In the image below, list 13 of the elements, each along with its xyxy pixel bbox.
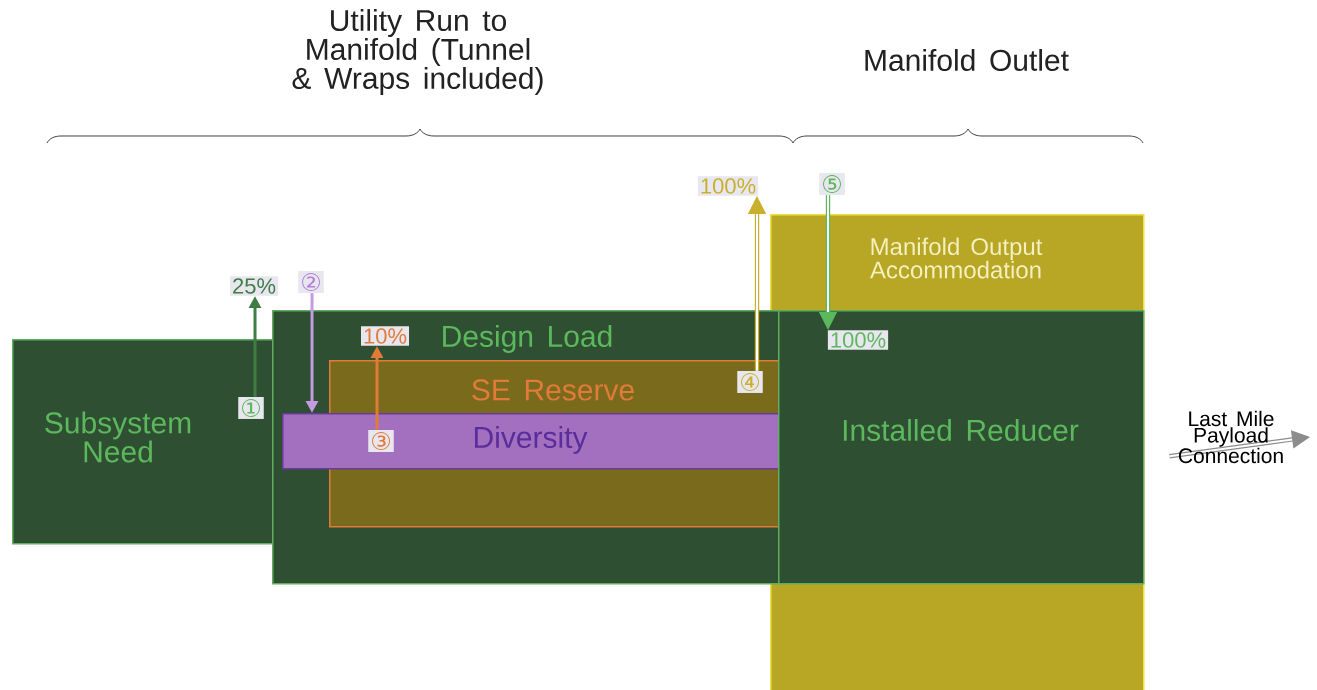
percentage-label: 100%	[697, 176, 759, 196]
section-heading: Utility Run to Manifold (Tunnel & Wraps included)	[292, 9, 543, 95]
percentage-label: 100%	[827, 330, 889, 350]
edge-label: Last Mile Payload Connection	[1178, 410, 1283, 464]
arrow	[1168, 430, 1310, 459]
step-number: ⑤	[819, 173, 845, 195]
step-number: ②	[298, 271, 324, 293]
step-number: ③	[368, 430, 394, 452]
step-number: ④	[737, 371, 763, 393]
percentage-label: 10%	[361, 326, 410, 346]
step-number: ①	[238, 397, 264, 419]
section-heading: Manifold Outlet	[865, 49, 1069, 71]
percentage-label: 25%	[230, 276, 279, 296]
